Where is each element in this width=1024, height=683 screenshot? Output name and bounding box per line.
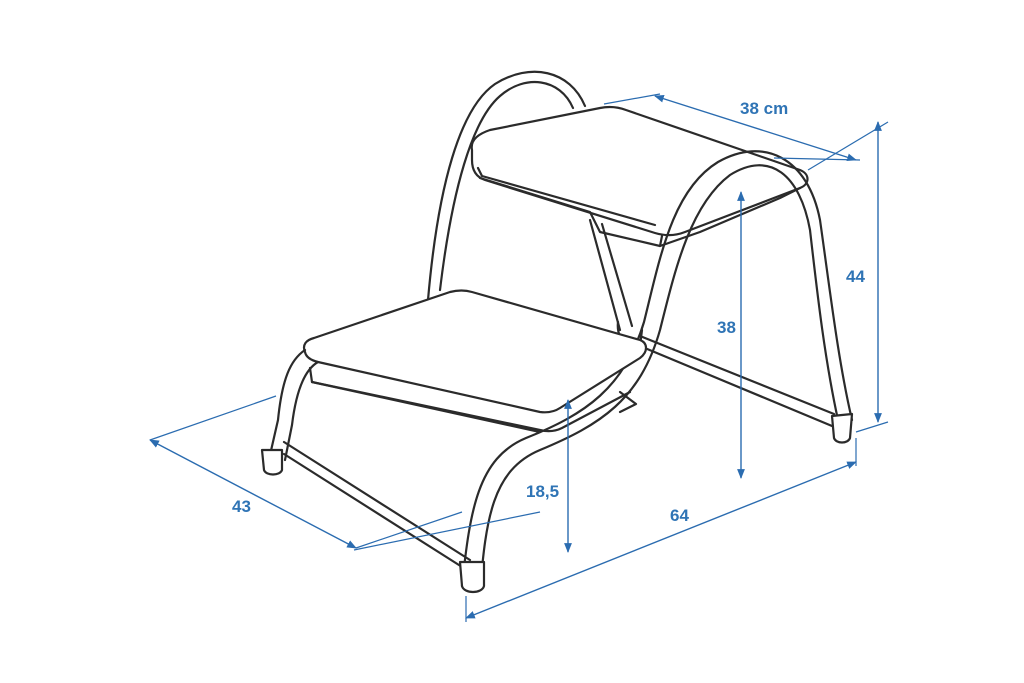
lower-step [302,289,648,414]
dim-top-depth-line [654,94,857,162]
back-left-arch [438,81,575,292]
label-total-height: 44 [846,267,865,286]
back-leg-left [588,218,634,332]
dim-length-line [465,461,857,619]
upper-step [470,105,809,237]
label-top-depth: 38 cm [740,99,788,118]
front-bar [282,440,472,574]
foot-right-back [830,412,854,444]
front-right-arch [478,164,840,592]
foot-right-front [458,560,486,594]
front-left-tube [268,348,320,462]
label-lower-step-height: 18,5 [526,482,559,501]
stool-frame [260,70,854,594]
label-top-step-height: 38 [717,318,736,337]
label-length: 64 [670,506,689,525]
label-width: 43 [232,497,251,516]
foot-left-front [260,448,284,476]
dimension-lines [149,93,889,622]
rear-bar [638,334,836,428]
dim-width-line [149,439,357,549]
